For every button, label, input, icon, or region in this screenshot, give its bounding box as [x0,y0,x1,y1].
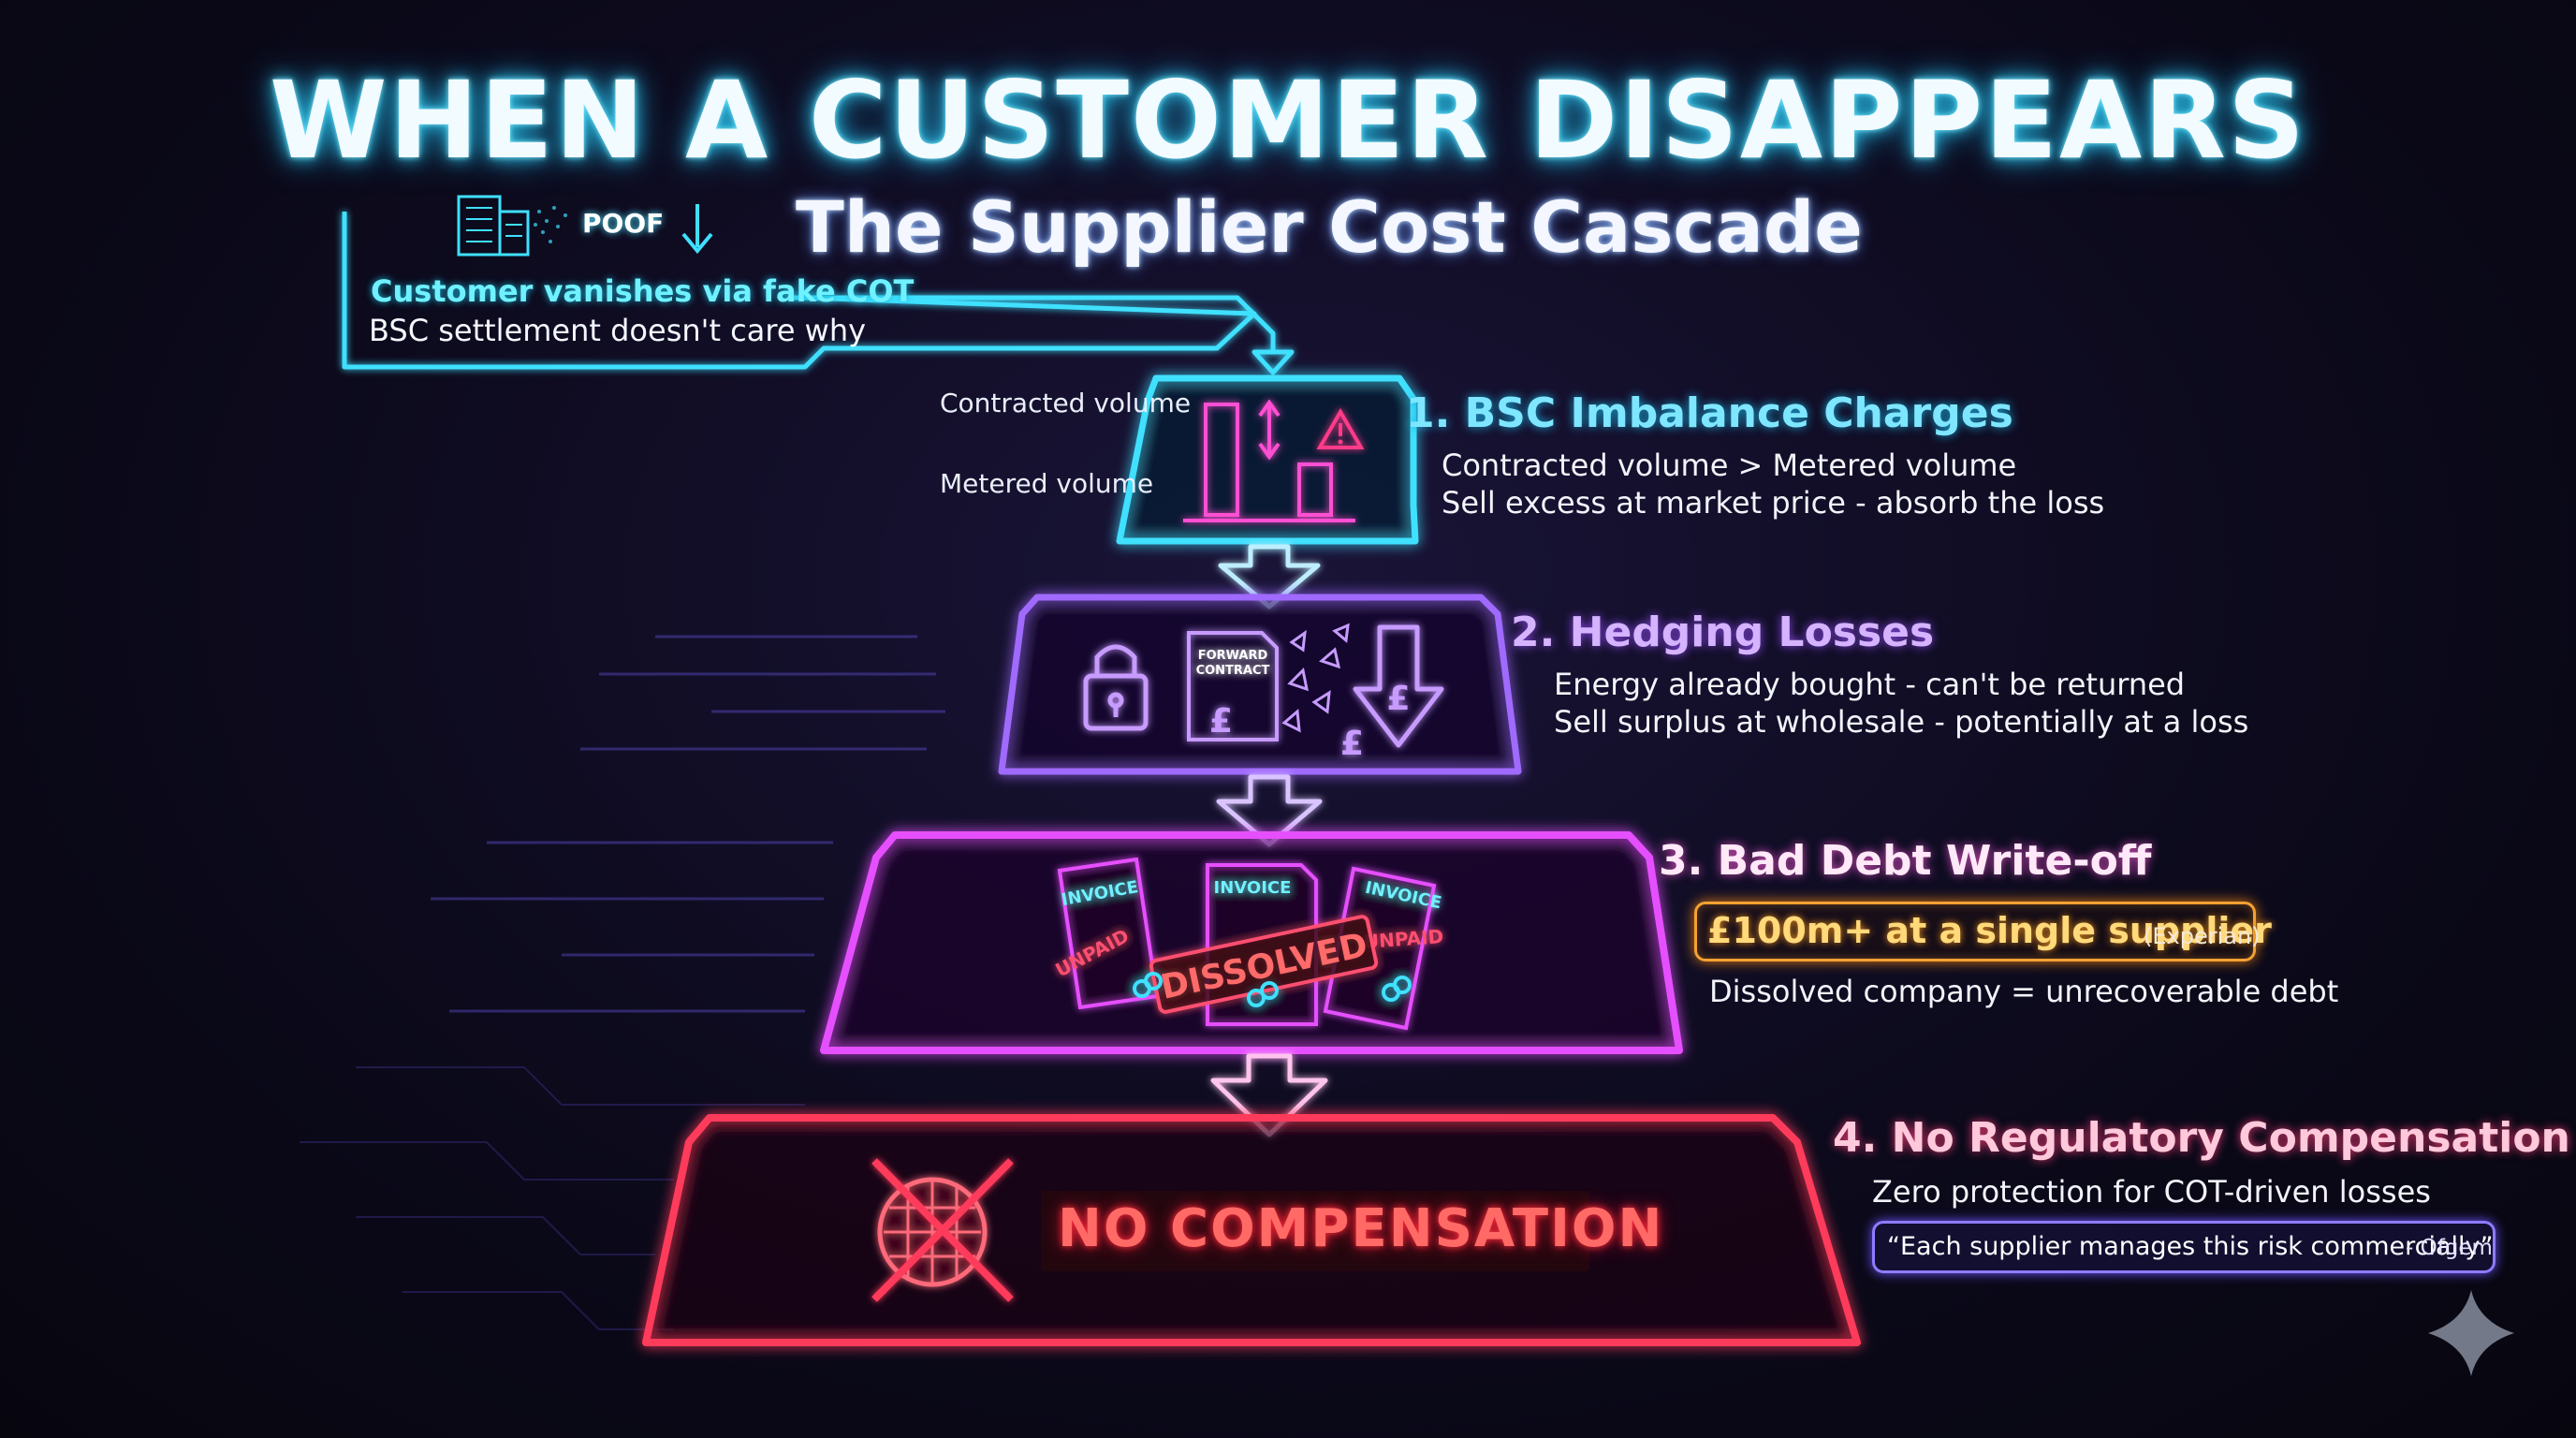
tier-2-frame [998,594,1522,775]
tier-4-line-1: Zero protection for COT-driven losses [1872,1174,2431,1210]
tier-2-line-1: Energy already bought - can't be returne… [1554,667,2186,702]
intro-line-1: Customer vanishes via fake COT [371,273,915,309]
page-title: WHEN A CUSTOMER DISAPPEARS [269,58,2307,183]
no-safety-net-icon [871,1158,1014,1302]
warning-icon [1316,408,1365,449]
intro-line-2: BSC settlement doesn't care why [369,313,867,348]
dissolved-stamp: DISSOLVED [1149,915,1379,1014]
tier-1-line-2: Sell excess at market price - absorb the… [1442,485,2105,521]
arrow-3-4 [1210,1053,1328,1137]
tier-1-line-1: Contracted volume > Metered volume [1442,448,2017,483]
invoice-label: INVOICE [1214,878,1292,898]
arrow-2-3 [1216,774,1323,847]
unpaid-stamp: UNPAID [1363,925,1444,953]
circuit-lines-decoration [300,635,945,1330]
ofgem-quote: “Each supplier manages this risk commerc… [1887,1232,2494,1261]
tier-3-heading: 3. Bad Debt Write-off [1659,837,2152,885]
page-subtitle: The Supplier Cost Cascade [796,185,1863,269]
svg-text:FORWARD: FORWARD [1198,649,1268,663]
currency-icon: £ [1340,725,1364,763]
volume-bars-icon [1183,399,1355,522]
arrow-1-2 [1218,544,1321,609]
lock-icon [1083,644,1149,731]
ofgem-quote-source: - Ofgem [2406,1236,2493,1260]
svg-text:£: £ [1386,680,1410,718]
highlight-main-text: £100m+ at a single supplier [1707,910,2272,951]
tier-1-heading: 1. BSC Imbalance Charges [1406,389,2013,437]
tier-2-line-2: Sell surplus at wholesale - potentially … [1554,704,2249,740]
tier-2-heading: 2. Hedging Losses [1511,609,1935,656]
svg-text:£: £ [1209,702,1233,741]
forward-contract-icon: FORWARD CONTRACT £ [1187,631,1279,741]
highlight-box [1694,902,2256,961]
metered-volume-label: Metered volume [940,468,1154,499]
tier-4-heading: 4. No Regulatory Compensation [1833,1114,2570,1162]
contracted-volume-label: Contracted volume [940,388,1192,418]
down-arrow-icon [681,204,713,255]
tier-3-line-1: Dissolved company = unrecoverable debt [1709,974,2339,1009]
ofgem-quote-box [1872,1221,2496,1273]
highlight-source: (Experian) [2144,923,2261,949]
poof-label: POOF [582,208,665,239]
shattered-fragments-icon [1281,623,1350,733]
tier-1-frame [1116,374,1419,545]
no-compensation-text: NO COMPENSATION [1058,1198,1664,1259]
sparkle-icon [2428,1290,2514,1376]
no-compensation-banner [1041,1191,1589,1271]
invoice-documents-icon: INVOICE INVOICE INVOICE UNPAID UNPAID DI… [1051,857,1444,1031]
down-arrow-icon: £ [1353,624,1444,748]
dissolving-building-icon [457,195,567,257]
svg-text:CONTRACT: CONTRACT [1196,664,1270,678]
intro-connector [342,212,1295,375]
